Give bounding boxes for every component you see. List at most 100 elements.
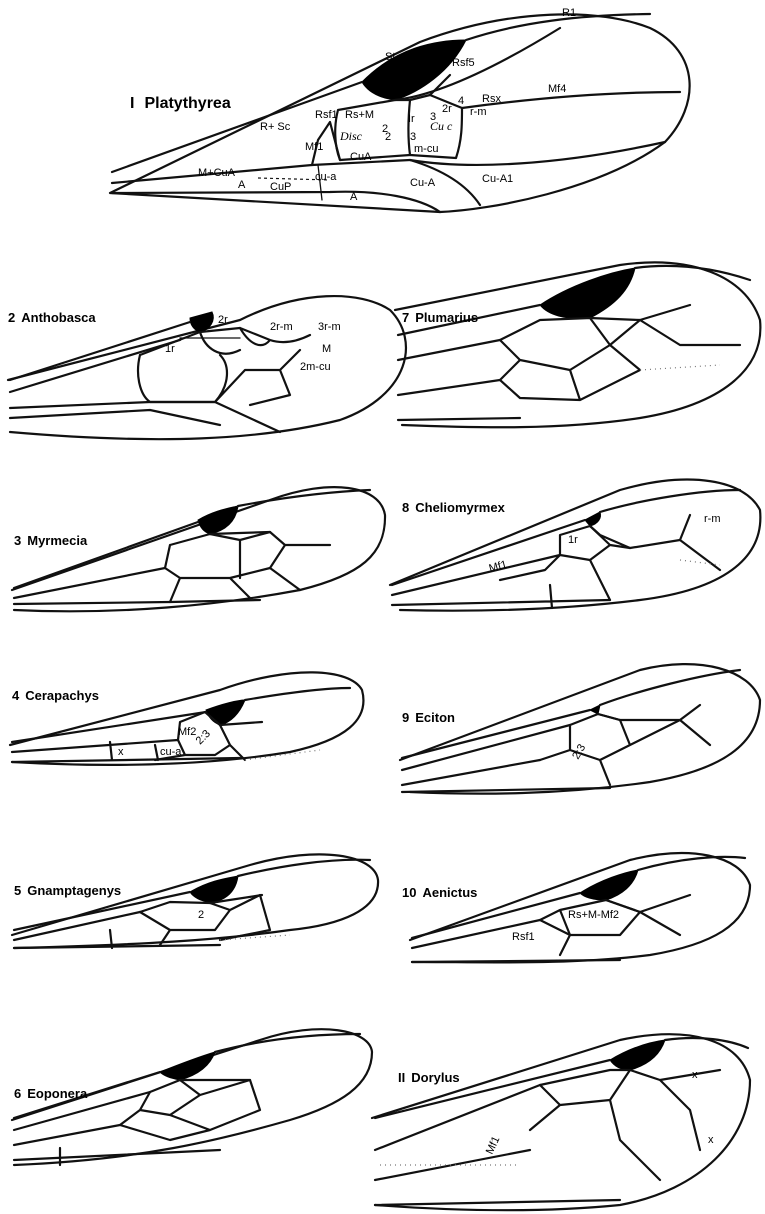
fig10-radial-veins	[606, 857, 745, 935]
fig1-label-mcu: m-cu	[414, 143, 438, 155]
fig1-title: IPlatythyrea	[130, 95, 231, 112]
fig9-wing-outline	[400, 664, 760, 794]
fig1-label-rsc: R+ Sc	[260, 121, 291, 133]
fig1-label-cuA1: Cu-A1	[482, 173, 513, 185]
fig1-label-n3: 3	[410, 131, 416, 143]
figure-4-cerapachys: 4Cerapachys 2:3 Mf2 x cu-a	[10, 672, 363, 765]
fig7-stigma	[540, 268, 635, 318]
fig8-stigma	[585, 512, 601, 526]
fig1-label-rm: r-m	[470, 106, 487, 118]
fig1-label-n1r: Ir	[408, 113, 415, 125]
fig4-label-mf2: Mf2	[178, 726, 196, 738]
fig6-stigma	[160, 1052, 215, 1080]
fig1-r1-vein	[466, 14, 650, 40]
fig1-stigma	[362, 40, 466, 100]
fig1-cu-a1-vein	[410, 142, 665, 165]
fig2-label-rm2: 2r-m	[270, 321, 293, 333]
fig3-costal-vein	[14, 522, 198, 588]
fig1-label-cuA: Cu-A	[410, 177, 436, 189]
fig7-cells	[500, 318, 640, 400]
fig11-title: IIDorylus	[398, 1070, 460, 1085]
fig5-title: 5Gnamptagenys	[14, 883, 121, 898]
fig2-label-r2: 2r	[218, 314, 228, 326]
fig2-label-m: M	[322, 343, 331, 355]
fig1-label-cup: CuP	[270, 181, 291, 193]
fig11-cells	[530, 1070, 660, 1180]
fig8-label-r1: 1r	[568, 534, 578, 546]
fig1-label-n2r: 2r	[442, 103, 452, 115]
fig2-label-mcu2: 2m-cu	[300, 361, 331, 373]
fig2-sc-vein	[10, 340, 180, 392]
fig1-label-st: St	[385, 51, 395, 63]
fig1-label-n4: 4	[458, 95, 464, 107]
fig1-label-rsf1: Rsf1	[315, 109, 338, 121]
fig1-label-n2b: 2	[385, 131, 391, 143]
fig4-label-cua: cu-a	[160, 746, 182, 758]
fig1-label-a1: A	[238, 179, 246, 191]
fig1-label-disc: Disc	[339, 129, 363, 143]
fig9-stigma	[590, 705, 600, 714]
fig2-label-rm3: 3r-m	[318, 321, 341, 333]
fig8-cells	[500, 526, 630, 600]
fig9-radial-veins	[598, 670, 740, 745]
fig3-stigma	[198, 506, 238, 534]
fig7-faint-veins	[640, 365, 720, 370]
fig10-title: 10Aenictus	[402, 885, 477, 900]
fig9-label-c23: 2:3	[570, 742, 588, 761]
fig11-label-x2: x	[708, 1134, 714, 1146]
fig10-label-rsm: Rs+M-Mf2	[568, 909, 619, 921]
fig1-label-cua: CuA	[350, 151, 372, 163]
fig8-label-mf1: Mf1	[488, 559, 509, 575]
fig11-stigma	[610, 1040, 665, 1070]
fig1-label-cua-v: cu-a	[315, 171, 337, 183]
fig1-label-mcua: M+CuA	[198, 167, 236, 179]
fig3-cells	[165, 532, 285, 602]
fig2-label-r1: 1r	[165, 343, 175, 355]
fig4-costal-vein	[12, 712, 206, 742]
fig10-wing-outline	[410, 853, 750, 962]
fig1-label-rsf5: Rsf5	[452, 57, 475, 69]
fig5-label-n3: 3	[220, 886, 226, 898]
fig1-wing-outline	[110, 14, 690, 212]
fig8-label-rm: r-m	[704, 513, 721, 525]
fig4-label-c23: 2:3	[194, 728, 213, 747]
fig4-label-x: x	[118, 746, 124, 758]
fig2-discal-cells	[138, 350, 300, 405]
fig11-costal-vein	[375, 1060, 610, 1118]
fig7-basal-veins	[398, 340, 520, 420]
fig1-label-mf1: Mf1	[305, 141, 323, 153]
fig4-stigma	[206, 700, 245, 725]
fig6-cells	[120, 1080, 260, 1140]
fig11-label-x1: x	[692, 1069, 698, 1081]
fig1-label-r1: R1	[562, 7, 576, 19]
fig1-label-mf4: Mf4	[548, 83, 566, 95]
fig2-costal-vein	[10, 322, 190, 380]
fig5-label-n2: 2	[198, 909, 204, 921]
fig5-wing-outline	[12, 854, 378, 948]
fig2-stigma	[190, 312, 213, 332]
fig11-label-mf1: Mf1	[484, 1135, 503, 1157]
fig10-label-rsf1: Rsf1	[512, 931, 535, 943]
fig9-cells	[540, 714, 680, 785]
fig3-wing-outline	[12, 487, 385, 611]
fig2-title: 2Anthobasca	[8, 310, 96, 325]
fig8-radial-veins	[590, 490, 740, 570]
fig1-label-a2: A	[350, 191, 358, 203]
fig2-basal-veins	[10, 402, 280, 432]
